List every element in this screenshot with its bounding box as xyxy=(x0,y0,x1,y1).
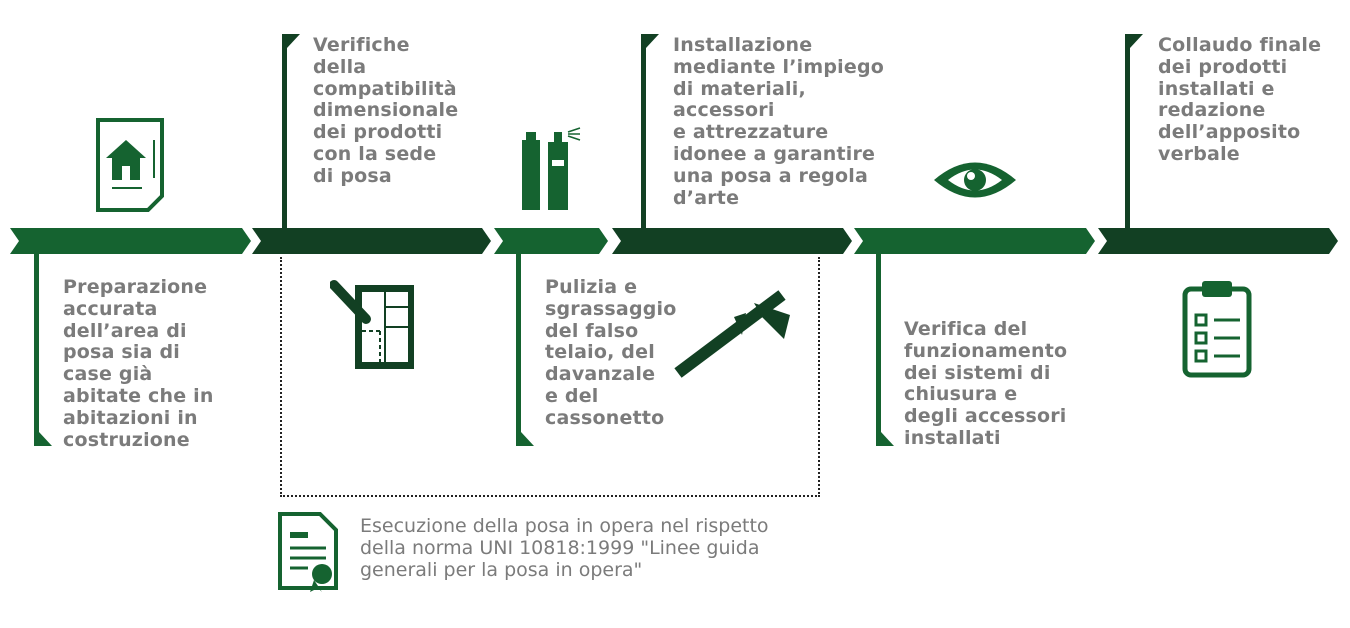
segment-4 xyxy=(612,228,852,254)
step-2-text: Verifiche della compatibilità dimensiona… xyxy=(313,34,459,187)
connector-3 xyxy=(516,254,534,446)
floor-plan-pencil-icon xyxy=(330,280,414,369)
certificate-icon xyxy=(278,512,338,592)
step-1-text: Preparazione accurata dell’area di posa … xyxy=(63,276,214,451)
eye-icon xyxy=(934,162,1016,198)
house-plan-icon xyxy=(96,118,164,212)
timeline-arrow-bar xyxy=(10,228,1338,254)
connector-2 xyxy=(282,34,300,228)
connector-1 xyxy=(34,254,52,446)
segment-3 xyxy=(494,228,608,254)
spray-cans-icon xyxy=(522,127,581,210)
step-5-text: Verifica del funzionamento dei sistemi d… xyxy=(904,318,1068,449)
connector-6 xyxy=(1125,34,1143,228)
posa-bracket xyxy=(280,257,820,497)
step-6-text: Collaudo finale dei prodotti installati … xyxy=(1158,34,1322,165)
connector-5 xyxy=(876,254,894,446)
step-4-text: Installazione mediante l’impiego di mate… xyxy=(673,34,885,209)
caliper-icon xyxy=(674,290,790,378)
segment-1 xyxy=(10,228,251,254)
step-3-text: Pulizia e sgrassaggio del falso telaio, … xyxy=(545,276,677,429)
norm-note-text: Esecuzione della posa in opera nel rispe… xyxy=(360,515,769,581)
segment-2 xyxy=(252,228,491,254)
segment-5 xyxy=(854,228,1095,254)
connector-4 xyxy=(641,34,659,228)
clipboard-checklist-icon xyxy=(1182,281,1252,378)
segment-6 xyxy=(1098,228,1338,254)
